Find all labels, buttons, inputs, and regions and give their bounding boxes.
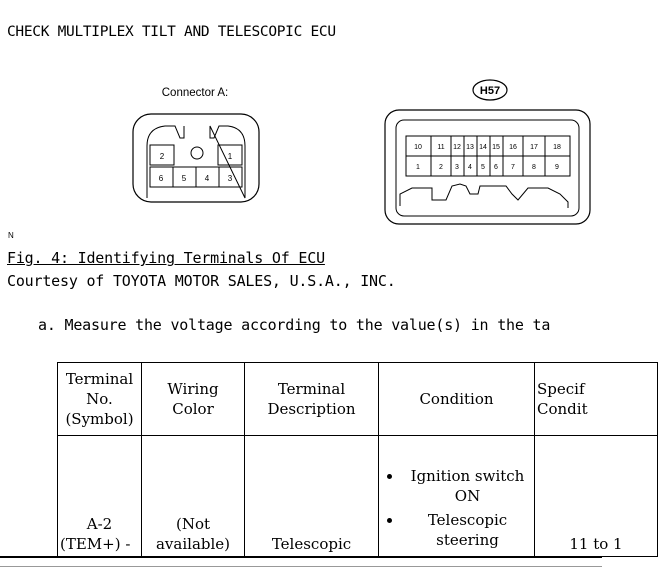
pin-label: 13 [466,144,474,151]
pin-cell [544,155,571,177]
header-line: Wiring [167,380,219,398]
connector-b-pins: 10 11 12 13 14 15 16 17 18 1 2 3 4 5 6 7… [405,135,571,177]
connector-a-housing [132,113,260,203]
header-line: Condition [419,390,494,408]
connector-diagram: Connector A: 2 1 6 5 4 3 H57 [132,79,591,225]
pin-label: 4 [468,164,472,171]
pin-label: 17 [530,144,538,151]
spec-table-wrapper: Terminal No. (Symbol) Wiring Color Termi… [57,362,658,557]
header-wiring-color: Wiring Color [141,362,245,436]
pin-label: 15 [492,144,500,151]
cell-terminal-description: Telescopic [244,435,379,557]
step-instruction: a. Measure the voltage according to the … [38,316,551,334]
pin-label: 2 [439,164,443,171]
pin-label: 4 [205,174,210,183]
spec-table: Terminal No. (Symbol) Wiring Color Termi… [57,362,658,557]
condition-item: Telescopic steering [403,510,532,550]
page-bottom-rule [0,556,602,558]
pin-label: 3 [228,174,233,183]
pin-label: 12 [453,144,461,151]
connector-a-pins: 2 1 6 5 4 3 [149,144,243,188]
header-line: Condit [537,400,588,418]
cell-line: (Not [175,515,211,533]
cell-specified-condition: 11 to 1 [534,435,658,557]
table-row: A-2 (TEM+) - (Not available) Telescopic … [57,435,658,557]
header-terminal: Terminal No. (Symbol) [57,362,142,436]
pin-label: 2 [160,152,165,161]
cell-wiring-color: (Not available) [141,435,245,557]
connector-a-outline [146,125,246,199]
pin-label: 5 [182,174,187,183]
pin-label: 6 [159,174,164,183]
figure-caption: Fig. 4: Identifying Terminals Of ECU [7,249,325,267]
cell-condition: Ignition switch ON Telescopic steering [378,435,535,557]
header-line: No. [86,390,113,408]
connector-b-housing [384,109,591,225]
courtesy-line: Courtesy of TOYOTA MOTOR SALES, U.S.A., … [7,272,396,290]
condition-item: Ignition switch ON [403,466,532,506]
connector-b-latch-outline [399,183,569,208]
connector-b-inner [395,119,580,217]
header-line: Terminal [277,380,346,398]
pin-cell [218,166,243,188]
cell-line: A-2 [86,515,113,533]
connector-code-badge [472,79,508,101]
cell-line: available) [155,535,231,553]
header-line: Color [172,400,214,418]
page-bottom-rule-secondary [0,566,602,567]
cell-terminal: A-2 (TEM+) - [57,435,142,557]
connector-a-key [190,146,204,160]
pin-label: 7 [511,164,515,171]
header-specified-condition: Specif Condit [534,362,658,436]
header-condition: Condition [378,362,535,436]
pin-label: 8 [532,164,536,171]
page-title: CHECK MULTIPLEX TILT AND TELESCOPIC ECU [7,24,336,40]
pin-label: 1 [228,152,233,161]
pin-label: 16 [509,144,517,151]
pin-cell [149,144,175,166]
cell-line: Telescopic [271,535,352,553]
header-line: Terminal [65,370,134,388]
header-terminal-description: Terminal Description [244,362,379,436]
cell-line: (TEM+) - [60,535,131,553]
connector-a-label: Connector A: [162,87,228,99]
pin-label: 9 [555,164,559,171]
pin-label: 14 [479,144,487,151]
header-line: (Symbol) [65,410,134,428]
header-line: Description [267,400,356,418]
figure-mark: N [8,231,14,240]
pin-label: 11 [437,144,444,151]
connector-code: H57 [480,85,500,97]
pin-cell [217,144,243,166]
pin-label: 10 [414,144,422,151]
condition-list: Ignition switch ON Telescopic steering [381,466,532,550]
pin-label: 6 [494,164,498,171]
pin-label: 1 [416,164,420,171]
table-header-row: Terminal No. (Symbol) Wiring Color Termi… [57,362,658,436]
cell-line: 11 to 1 [569,535,623,553]
header-line: Specif [537,380,585,398]
pin-label: 3 [455,164,459,171]
pin-label: 5 [481,164,485,171]
connector-figure: Connector A: 2 1 6 5 4 3 H57 [0,76,602,236]
pin-label: 18 [553,144,561,151]
